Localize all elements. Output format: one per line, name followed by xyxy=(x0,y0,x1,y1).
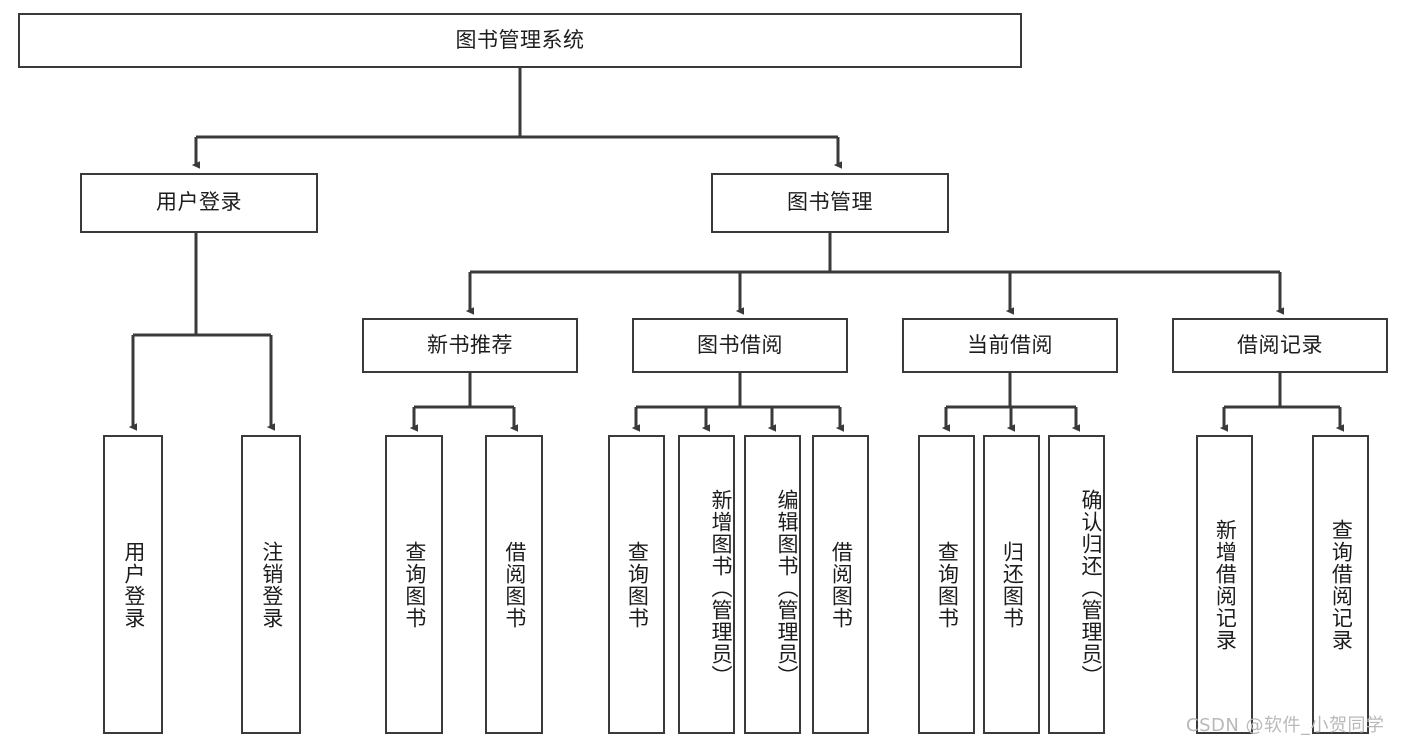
node-label: 确认归还（管理员） xyxy=(1079,488,1103,687)
node-label: 查询图书 xyxy=(935,540,960,629)
leaf-book-borrow-edit-book-admin[interactable]: 编辑图书（管理员） xyxy=(744,435,801,734)
node-borrow-record[interactable]: 借阅记录 xyxy=(1172,318,1388,373)
leaf-book-borrow-query-book[interactable]: 查询图书 xyxy=(608,435,665,734)
node-label: 借阅图书 xyxy=(829,540,854,629)
node-label: 当前借阅 xyxy=(967,332,1053,357)
leaf-user-login-login[interactable]: 用户登录 xyxy=(103,435,163,734)
csdn-watermark: CSDN @软件_小贺同学 xyxy=(1186,715,1385,736)
node-user-login[interactable]: 用户登录 xyxy=(80,173,318,233)
leaf-book-borrow-add-book-admin[interactable]: 新增图书（管理员） xyxy=(678,435,735,734)
node-label: 新书推荐 xyxy=(427,332,513,357)
node-book-borrow[interactable]: 图书借阅 xyxy=(632,318,848,373)
leaf-new-book-query-book[interactable]: 查询图书 xyxy=(385,435,443,734)
leaf-user-login-logout[interactable]: 注销登录 xyxy=(241,435,301,734)
node-label: 图书管理系统 xyxy=(455,27,585,52)
node-label: 图书管理 xyxy=(787,190,873,215)
node-label: 用户登录 xyxy=(121,540,146,629)
node-label: 新增借阅记录 xyxy=(1213,518,1238,651)
node-label: 查询图书 xyxy=(402,540,427,629)
leaf-current-borrow-return-book[interactable]: 归还图书 xyxy=(983,435,1040,734)
leaf-new-book-borrow-book[interactable]: 借阅图书 xyxy=(485,435,543,734)
node-book-management[interactable]: 图书管理 xyxy=(711,173,949,233)
node-label: 归还图书 xyxy=(1000,540,1025,629)
node-label: 用户登录 xyxy=(156,190,242,215)
node-label: 图书借阅 xyxy=(697,332,783,357)
node-label: 借阅图书 xyxy=(502,540,527,629)
node-label: 注销登录 xyxy=(259,540,284,629)
node-label: 借阅记录 xyxy=(1237,332,1323,357)
leaf-borrow-record-add-record[interactable]: 新增借阅记录 xyxy=(1196,435,1253,734)
node-label: 编辑图书（管理员） xyxy=(775,488,799,687)
leaf-borrow-record-query-record[interactable]: 查询借阅记录 xyxy=(1312,435,1369,734)
node-label: 查询借阅记录 xyxy=(1329,518,1354,651)
node-current-borrow[interactable]: 当前借阅 xyxy=(902,318,1118,373)
node-label: 新增图书（管理员） xyxy=(709,488,733,687)
node-root-book-management-system[interactable]: 图书管理系统 xyxy=(18,13,1022,68)
node-new-book-recommend[interactable]: 新书推荐 xyxy=(362,318,578,373)
node-label: 查询图书 xyxy=(625,540,650,629)
leaf-book-borrow-borrow-book[interactable]: 借阅图书 xyxy=(812,435,869,734)
leaf-current-borrow-confirm-return-admin[interactable]: 确认归还（管理员） xyxy=(1048,435,1105,734)
leaf-current-borrow-query-book[interactable]: 查询图书 xyxy=(918,435,975,734)
